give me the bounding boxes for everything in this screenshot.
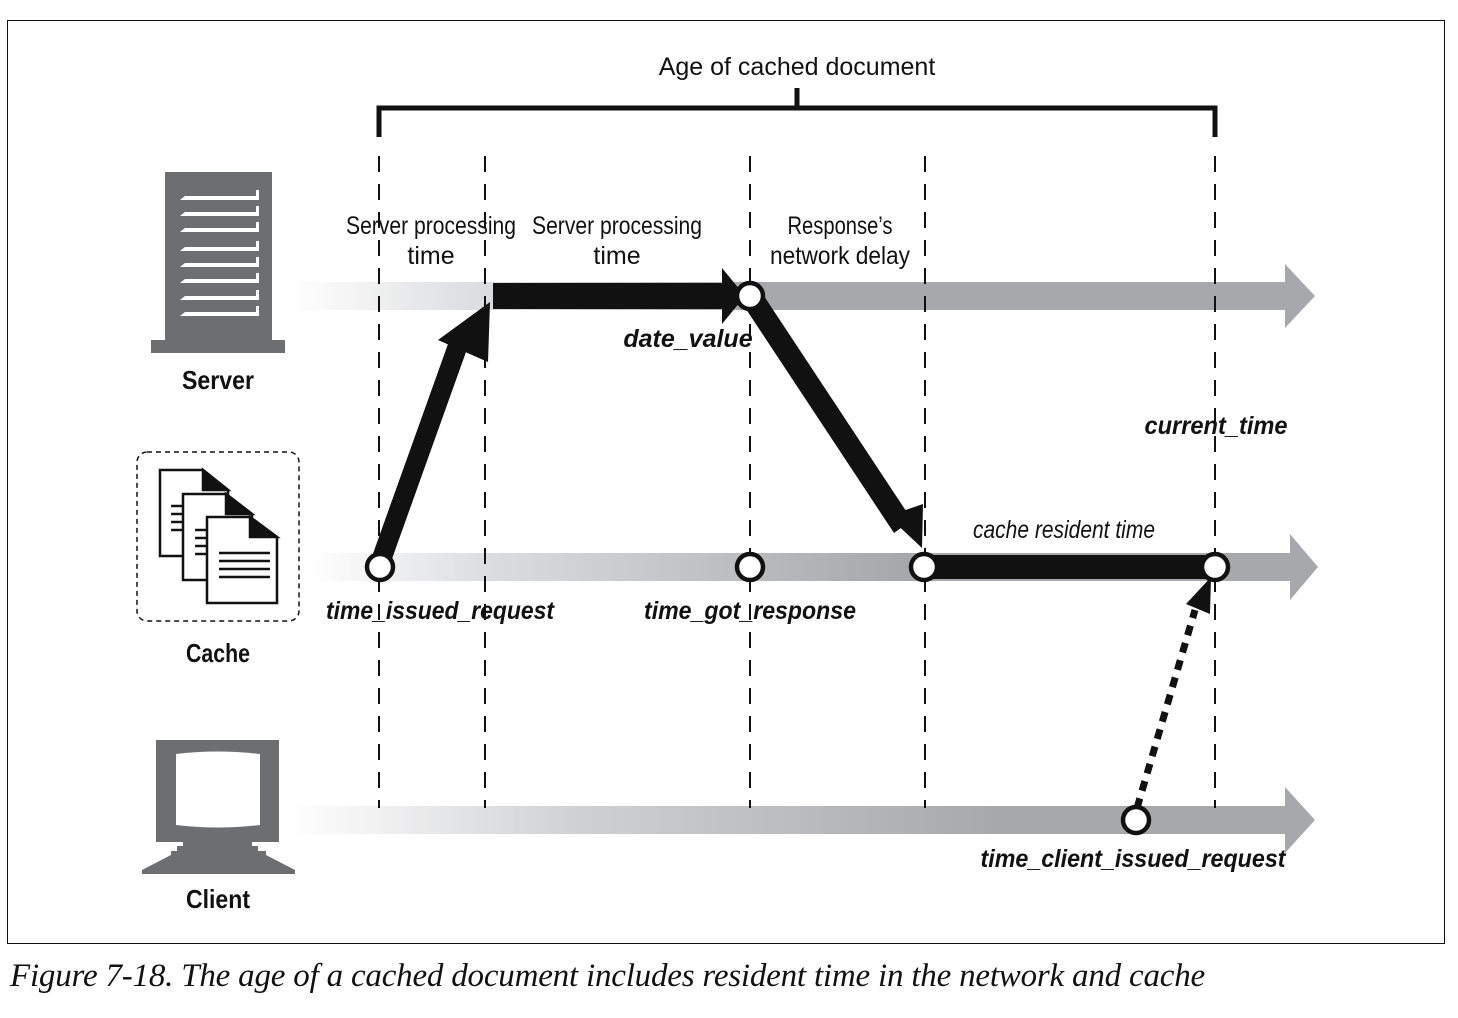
label-current-time: current_time (1145, 412, 1288, 440)
timestamp-markers (364, 280, 1231, 836)
marker-cache-received (908, 551, 940, 583)
age-bracket (376, 88, 1218, 137)
server-label: Server (182, 365, 254, 395)
marker-time-client-issued-request (1120, 804, 1152, 836)
figure-frame (7, 20, 1445, 944)
marker-time-issued-request (364, 551, 396, 583)
server-icon (151, 172, 285, 353)
interval-1-line2: time (407, 242, 454, 270)
label-time-got-response: time_got_response (644, 597, 856, 625)
server-timeline (290, 264, 1315, 328)
interval-3-line1: Response’s (788, 212, 893, 240)
figure-caption: Figure 7-18. The age of a cached documen… (10, 958, 1205, 994)
interval-labels: Server processing time Server processing… (346, 212, 910, 270)
dashed-guides (378, 156, 1216, 808)
bracket-label: Age of cached document (659, 53, 936, 81)
computer-icon (142, 740, 295, 874)
label-time-issued-request: time_issued_request (326, 597, 556, 625)
client-label: Client (186, 884, 250, 914)
client-request-arrow (1133, 577, 1211, 809)
marker-time-got-response (734, 551, 766, 583)
label-time-client-issued-request: time_client_issued_request (981, 845, 1288, 873)
cache-label: Cache (186, 638, 250, 668)
interval-1-line1: Server processing (346, 212, 516, 240)
cache-resident-bar (925, 555, 1215, 579)
label-cache-resident-time: cache resident time (973, 516, 1155, 544)
documents-icon (158, 467, 281, 605)
interval-3-line2: network delay (770, 242, 910, 270)
server-processing-arrow (493, 268, 745, 324)
interval-2-line1: Server processing (532, 212, 702, 240)
marker-date-value (734, 280, 766, 312)
response-arrow (742, 290, 923, 548)
request-arrow (370, 302, 490, 570)
label-date-value: date_value (623, 325, 752, 353)
interval-2-line2: time (593, 242, 640, 270)
client-timeline (290, 787, 1315, 853)
marker-current-time (1199, 551, 1231, 583)
